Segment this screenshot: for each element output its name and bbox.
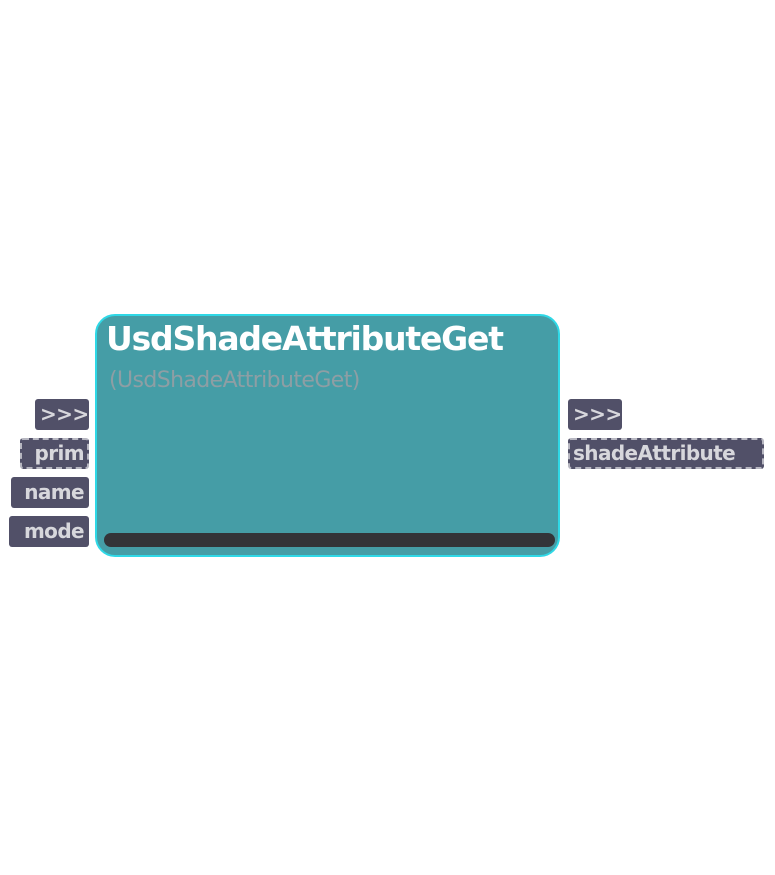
output-pin-shade-attribute[interactable]: shadeAttribute (568, 438, 764, 469)
input-pin-name[interactable]: name (11, 477, 89, 508)
output-pin-exec[interactable]: >>> (568, 399, 622, 430)
input-pin-prim[interactable]: prim (20, 438, 89, 469)
input-pin-exec[interactable]: >>> (35, 399, 89, 430)
node-title: UsdShadeAttributeGet (106, 319, 504, 358)
usd-shade-attribute-get-node[interactable]: UsdShadeAttributeGet (UsdShadeAttributeG… (95, 314, 560, 557)
input-pin-mode[interactable]: mode (9, 516, 89, 547)
node-subtitle: (UsdShadeAttributeGet) (109, 368, 360, 393)
node-progress-bar (104, 533, 555, 547)
